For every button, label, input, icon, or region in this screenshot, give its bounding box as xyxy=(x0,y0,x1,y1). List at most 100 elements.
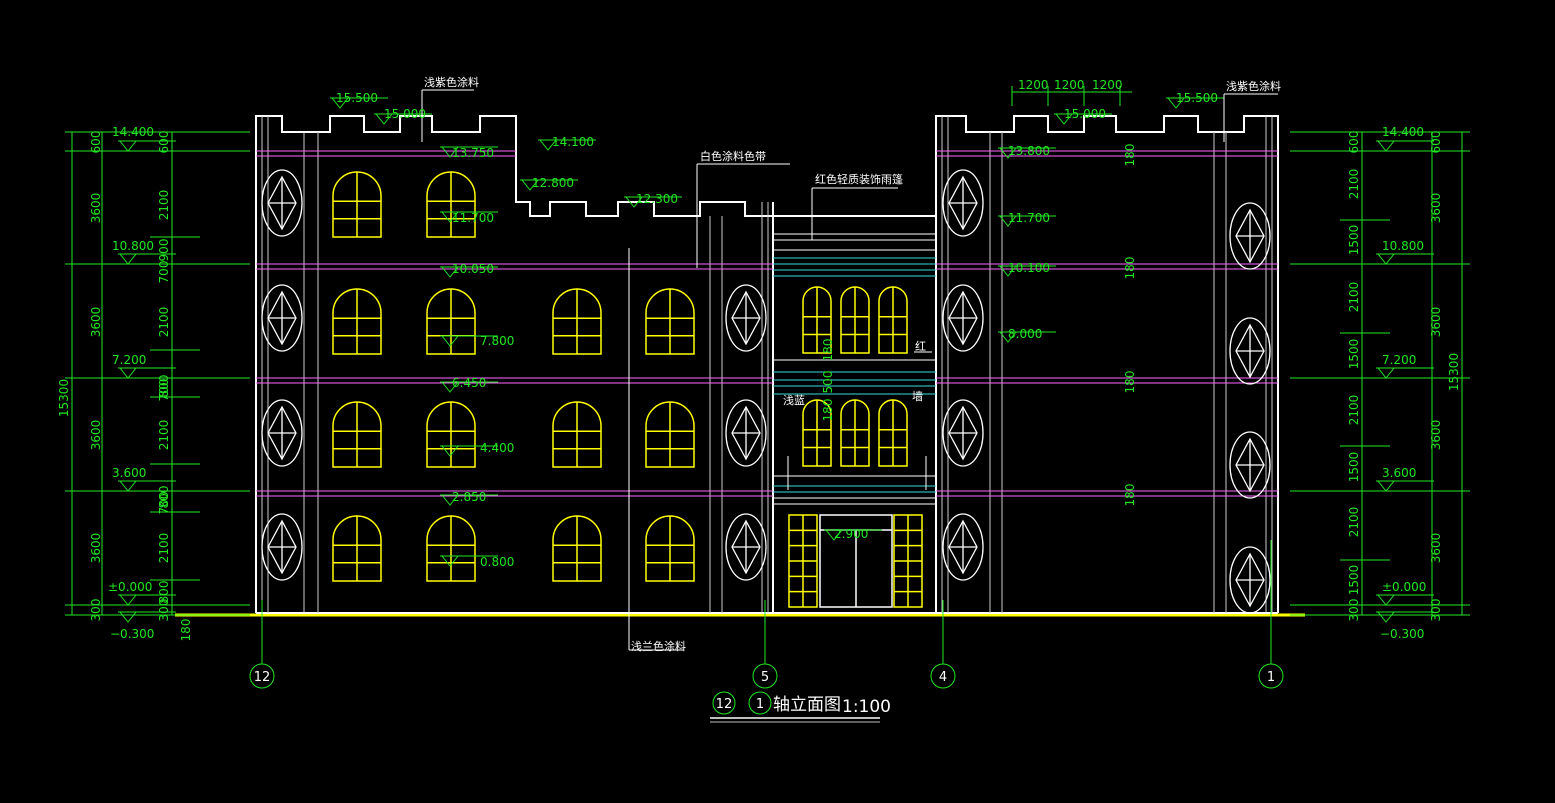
axis-label-12: 12 xyxy=(254,670,271,685)
sub-height-right-0: 600 xyxy=(1347,131,1361,154)
storey-height-left-2: 3600 xyxy=(89,307,103,338)
title-axis-1: 1 xyxy=(756,697,764,712)
window xyxy=(878,399,908,467)
ornament-oval xyxy=(1229,317,1271,385)
level-triangle xyxy=(1376,611,1396,623)
door-level: 2.900 xyxy=(834,527,868,541)
window xyxy=(552,515,602,582)
ornament xyxy=(1229,546,1271,614)
level-triangle xyxy=(1376,367,1396,379)
floor-bands xyxy=(256,150,1278,497)
level-triangle xyxy=(1376,253,1396,265)
ornament xyxy=(942,284,984,352)
parapet-spacing-2: 1200 xyxy=(1054,78,1085,92)
total-height-right: 15300 xyxy=(1447,353,1461,391)
ornament xyxy=(1229,202,1271,270)
window xyxy=(802,286,832,354)
sub-height-left-9: 700 xyxy=(157,492,171,515)
band-mark-2: 180 xyxy=(1123,257,1137,280)
level-triangle xyxy=(440,555,460,567)
window-frame xyxy=(332,401,382,468)
ornament xyxy=(942,513,984,581)
stair-mark-2: 500 xyxy=(821,371,835,394)
parapet-left-15500: 15.500 xyxy=(336,91,378,105)
title-bubble-1 xyxy=(748,691,772,715)
level-left-7200: 7.200 xyxy=(112,353,146,367)
sub-height-left-6: 700 xyxy=(157,379,171,402)
dimension-lines xyxy=(65,86,1470,664)
leader-lines xyxy=(421,89,1278,651)
ornament xyxy=(1229,317,1271,385)
parapet-spacing-3: 1200 xyxy=(1092,78,1123,92)
parapet-left-15000: 15.000 xyxy=(384,107,426,121)
ornament xyxy=(725,513,767,581)
window-frame xyxy=(802,286,832,354)
level-triangle xyxy=(118,611,138,623)
level-right-14400: 14.400 xyxy=(1382,125,1424,139)
window-frame xyxy=(426,288,476,355)
ornament-oval xyxy=(261,284,303,352)
ornament xyxy=(261,513,303,581)
ornament-oval xyxy=(942,513,984,581)
note-light-purple-left: 浅紫色涂料 xyxy=(424,75,479,89)
inner-right-10100: 10.100 xyxy=(1008,261,1050,275)
axis-bubble-12 xyxy=(249,663,275,689)
sub-height-left-11: 800 xyxy=(157,581,171,604)
ornament-oval xyxy=(725,284,767,352)
inner-level-10050: 10.050 xyxy=(452,262,494,276)
window-frame xyxy=(878,286,908,354)
parapet-right-15000: 15.000 xyxy=(1064,107,1106,121)
sub-height-left-5: 800 xyxy=(157,375,171,398)
sub-height-right-4: 1500 xyxy=(1347,339,1361,370)
window xyxy=(426,515,476,582)
level-triangle xyxy=(1376,480,1396,492)
note-red-side: 红 xyxy=(915,340,926,353)
title-bubble-12 xyxy=(712,691,736,715)
storey-height-left-0: 600 xyxy=(89,131,103,154)
note-light-purple-right: 浅紫色涂料 xyxy=(1226,79,1281,93)
level-left-14400: 14.400 xyxy=(112,125,154,139)
ornament-oval xyxy=(1229,431,1271,499)
storey-height-right-2: 3600 xyxy=(1429,307,1443,338)
window-frame xyxy=(332,515,382,582)
axis-bubble-1 xyxy=(1258,663,1284,689)
sub-height-right-3: 2100 xyxy=(1347,282,1361,313)
sub-height-right-8: 1500 xyxy=(1347,565,1361,596)
window-frame xyxy=(878,399,908,467)
band-mark-4: 180 xyxy=(1123,484,1137,507)
ornament-oval xyxy=(261,169,303,237)
inner-level-4400: 4.400 xyxy=(480,441,514,455)
inner-right-13800: 13.800 xyxy=(1008,144,1050,158)
ornament xyxy=(942,399,984,467)
ornament-oval xyxy=(725,399,767,467)
note-light-blue-paint: 浅兰色涂料 xyxy=(631,639,686,653)
level-triangle xyxy=(118,140,138,152)
level-right-7200: 7.200 xyxy=(1382,353,1416,367)
stair-mark-4: 180 xyxy=(179,619,193,642)
axis-bubble-5 xyxy=(752,663,778,689)
storey-height-right-4: 3600 xyxy=(1429,533,1443,564)
sub-height-right-7: 2100 xyxy=(1347,507,1361,538)
sub-height-left-1: 2100 xyxy=(157,190,171,221)
window-frame xyxy=(645,401,695,468)
step-level-14100: 14.100 xyxy=(552,135,594,149)
note-light-blue-side: 浅蓝 xyxy=(783,394,805,407)
windows xyxy=(332,171,923,608)
level-left-0: ±0.000 xyxy=(108,580,152,594)
window xyxy=(802,399,832,467)
level-markers xyxy=(118,97,1434,623)
parapet-spacing-1: 1200 xyxy=(1018,78,1049,92)
ornament-oval xyxy=(1229,546,1271,614)
band-mark-1: 180 xyxy=(1123,144,1137,167)
ornament xyxy=(725,284,767,352)
level-triangle xyxy=(118,594,138,606)
sub-height-left-0: 600 xyxy=(157,131,171,154)
left-sub-heights: 6002100900700210080070021008007002100800… xyxy=(157,131,171,622)
ornament-oval xyxy=(725,513,767,581)
storey-height-left-5: 300 xyxy=(89,599,103,622)
level-triangle xyxy=(1376,594,1396,606)
axis-label-1: 1 xyxy=(1267,670,1275,685)
sub-height-left-3: 700 xyxy=(157,261,171,284)
